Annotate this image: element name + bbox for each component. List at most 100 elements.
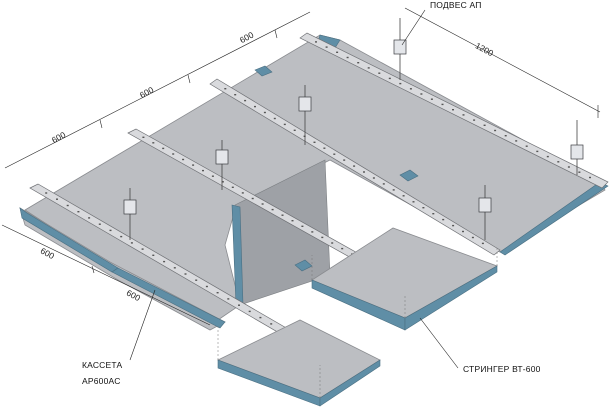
rail-hole <box>291 220 294 222</box>
rail-hole <box>109 229 112 232</box>
rail-hole <box>311 231 314 233</box>
rail-1 <box>299 32 609 189</box>
rail-hole <box>378 72 381 74</box>
panel-back-1 <box>24 34 606 323</box>
rail-hole <box>301 225 304 227</box>
rail-hole <box>271 208 274 211</box>
rail-hole <box>259 316 262 319</box>
rail-hole <box>494 129 497 132</box>
rail-hole <box>392 189 395 191</box>
dim-top-1: 600 <box>50 129 67 145</box>
rail-hole <box>321 236 324 239</box>
rail-hole <box>382 183 385 185</box>
stringer-rails <box>29 32 609 367</box>
label-cassette-1: КАССЕТА <box>82 360 122 370</box>
rail-hole <box>205 285 208 288</box>
rail-hole <box>525 145 528 147</box>
edge-left-2 <box>111 267 226 329</box>
rail-hole <box>336 51 339 53</box>
rail-hole <box>567 166 570 168</box>
rail-hole <box>202 169 204 172</box>
rail-hole <box>184 273 187 275</box>
label-suspension: ПОДВЕС АП <box>430 0 482 10</box>
rail-hole <box>88 217 91 219</box>
edge-mid <box>254 65 273 77</box>
rail-hole <box>281 214 284 216</box>
dimension-lines <box>1 7 601 326</box>
rail-hole <box>172 153 175 155</box>
rail-hole <box>273 117 276 120</box>
rail-hole <box>120 235 123 238</box>
rail-hole <box>441 103 444 106</box>
lowered-cassette-left <box>216 319 381 407</box>
suspension-hangers <box>123 18 584 240</box>
rail-hole <box>162 147 165 150</box>
rail-holes <box>45 41 591 356</box>
rail-hole <box>130 242 133 244</box>
rail-hole <box>45 192 48 194</box>
rail-hole <box>141 248 144 250</box>
rail-hole <box>473 119 476 121</box>
hanger-2 <box>570 144 584 160</box>
rail-hole <box>442 218 445 221</box>
rail-hole <box>422 207 425 209</box>
rail-hole <box>452 224 455 227</box>
rail-hole <box>399 82 402 85</box>
rail-hole <box>333 153 336 155</box>
rail-hole <box>227 298 230 300</box>
rail-hole <box>430 98 433 100</box>
rail-hole <box>231 186 234 188</box>
rail-hole <box>163 260 166 263</box>
rail-hole <box>323 147 326 149</box>
hanger-5 <box>123 199 137 215</box>
rail-hole <box>248 310 251 313</box>
rail-hole <box>578 171 581 173</box>
rail-hole <box>557 161 560 163</box>
rail-hole <box>409 88 412 90</box>
panel-edges <box>19 34 609 329</box>
rail-hole <box>331 242 334 244</box>
dim-top-3: 600 <box>238 29 255 45</box>
rail-hole <box>152 142 155 144</box>
rail-hole <box>367 67 370 69</box>
rail-hole <box>462 114 465 116</box>
rail-hole <box>515 140 518 142</box>
rail-hole <box>420 93 423 95</box>
rail-hole <box>452 109 454 111</box>
rail-hole <box>192 164 195 166</box>
rail-hole <box>313 141 316 143</box>
dim-top-2: 600 <box>138 84 155 100</box>
rail-hole <box>353 165 356 167</box>
rail-hole <box>66 204 69 207</box>
rail-hole <box>270 323 273 325</box>
hanger-3 <box>298 96 312 112</box>
rail-hole <box>195 279 198 281</box>
rail-hole <box>182 158 185 161</box>
rail-hole <box>363 171 365 173</box>
rail-hole <box>388 77 391 80</box>
rail-hole <box>211 175 214 177</box>
rail-hole <box>346 56 349 59</box>
rail-hole <box>221 181 224 183</box>
rail-hole <box>293 129 296 131</box>
rail-hole <box>263 111 266 114</box>
rail-hole <box>56 198 58 200</box>
rail-hole <box>483 124 486 126</box>
rail-hole <box>536 150 539 153</box>
rail-hole <box>546 155 549 158</box>
rail-hole <box>261 203 264 205</box>
rail-hole <box>152 254 155 256</box>
rail-hole <box>481 242 484 245</box>
rail-hole <box>244 99 247 102</box>
rail-hole <box>142 136 145 138</box>
rail-hole <box>357 62 360 64</box>
rail-hole <box>238 304 240 306</box>
label-stringer: СТРИНГЕР ВТ-600 <box>463 364 541 374</box>
rail-hole <box>315 41 317 43</box>
hanger-4 <box>215 149 229 165</box>
rail-hole <box>216 292 219 294</box>
rail-hole <box>241 192 244 194</box>
rail-hole <box>471 236 474 239</box>
rail-hole <box>504 135 507 137</box>
rail-2 <box>209 78 501 256</box>
